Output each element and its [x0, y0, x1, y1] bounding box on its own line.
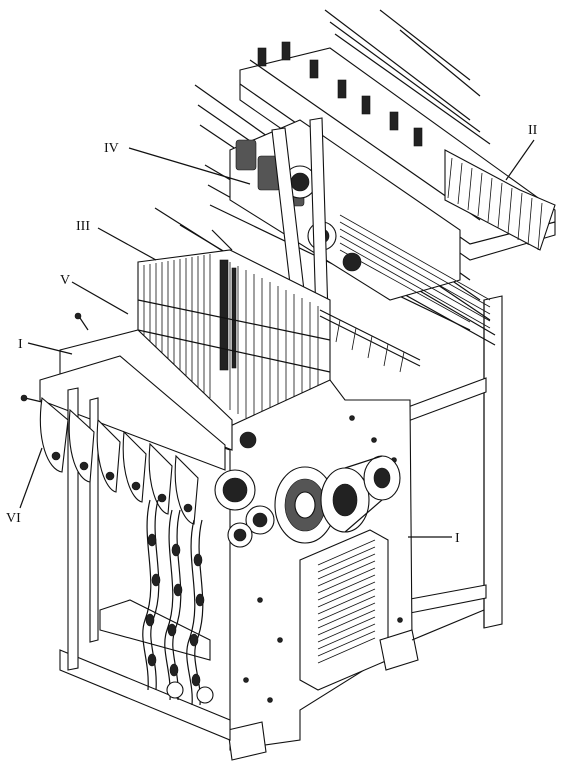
- main-frame: [59, 379, 485, 761]
- label-III: III: [76, 219, 90, 234]
- label-I-top: I: [18, 337, 23, 352]
- leader-lines: [19, 139, 535, 538]
- label-IV: IV: [104, 141, 119, 156]
- leader-III: [97, 227, 157, 261]
- label-I-right: I: [455, 531, 460, 546]
- leader-I-top: [27, 342, 73, 355]
- label-VI: VI: [6, 511, 21, 526]
- leader-V: [71, 281, 129, 315]
- part-labels: IV II III V I I VI: [6, 123, 538, 546]
- right-support-post: [399, 295, 503, 629]
- front-frame: [20, 312, 233, 706]
- label-II: II: [528, 123, 538, 138]
- top-rail-assembly: [239, 9, 556, 261]
- leader-VI: [19, 447, 43, 509]
- leader-IV: [128, 147, 251, 185]
- label-V: V: [60, 273, 70, 288]
- comb-rod: [319, 309, 421, 373]
- gear-train: [214, 431, 401, 548]
- leader-II: [505, 139, 535, 181]
